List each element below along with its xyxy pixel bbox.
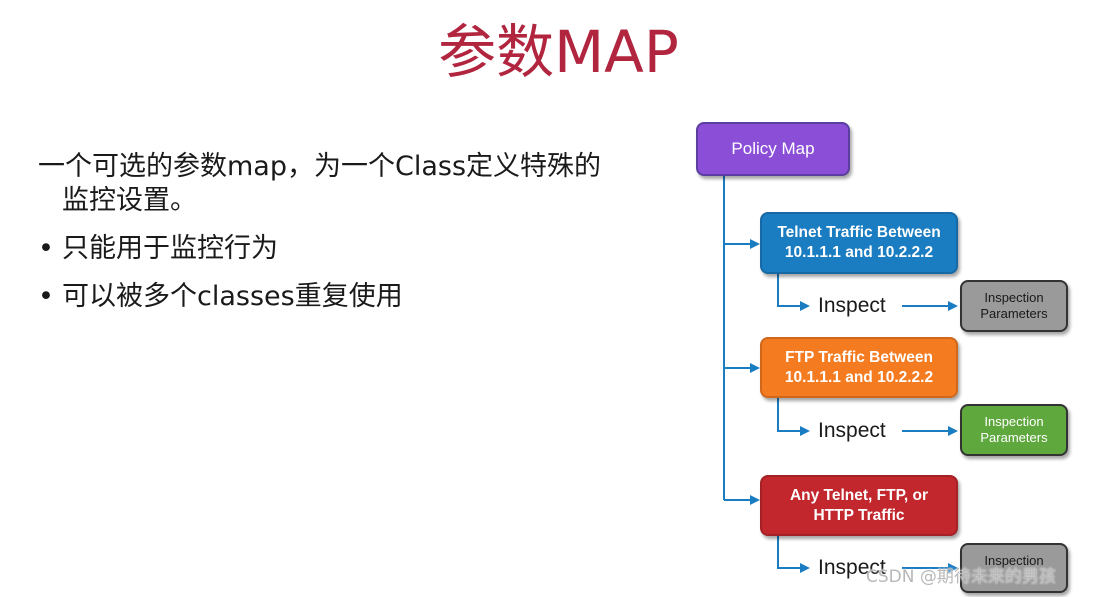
traffic-class-box: FTP Traffic Between 10.1.1.1 and 10.2.2.… bbox=[760, 337, 958, 398]
inspect-label: Inspect bbox=[818, 419, 886, 442]
bullet-text: 可以被多个classes重复使用 bbox=[62, 281, 403, 312]
bullet-text: 只能用于监控行为 bbox=[62, 233, 278, 264]
policy-map-box: Policy Map bbox=[696, 122, 850, 176]
inspection-parameters-box: Inspection Parameters bbox=[960, 280, 1068, 332]
traffic-class-box: Any Telnet, FTP, or HTTP Traffic bbox=[760, 475, 958, 536]
inspect-arrow bbox=[777, 398, 810, 436]
param-label-line2: Parameters bbox=[980, 430, 1048, 445]
inspect-arrow bbox=[777, 274, 810, 311]
traffic-label-line1: FTP Traffic Between bbox=[785, 348, 933, 366]
intro-line-1: 一个可选的参数map，为一个Class定义特殊的 bbox=[38, 151, 602, 182]
param-label-line1: Inspection bbox=[984, 414, 1044, 429]
traffic-label-line1: Telnet Traffic Between bbox=[777, 224, 941, 241]
inspect-label: Inspect bbox=[818, 294, 886, 317]
bullet-item: • 可以被多个classes重复使用 bbox=[38, 280, 403, 314]
bullet-dot: • bbox=[38, 281, 54, 312]
inspect-arrow bbox=[777, 536, 810, 573]
param-label-line1: Inspection bbox=[984, 290, 1044, 305]
traffic-label-line2: HTTP Traffic bbox=[813, 506, 905, 524]
param-label-line1: Inspection bbox=[984, 553, 1044, 568]
bullet-item: • 只能用于监控行为 bbox=[38, 232, 278, 266]
inspection-parameters-box: Inspection bbox=[960, 543, 1068, 593]
traffic-class-box: Telnet Traffic Between 10.1.1.1 and 10.2… bbox=[760, 212, 958, 274]
bullet-dot: • bbox=[38, 233, 54, 264]
inspection-parameters-box: Inspection Parameters bbox=[960, 404, 1068, 456]
intro-text: 一个可选的参数map，为一个Class定义特殊的 监控设置。 bbox=[38, 150, 678, 218]
inspect-label: Inspect bbox=[818, 556, 886, 579]
traffic-label-line2: 10.1.1.1 and 10.2.2.2 bbox=[784, 244, 934, 261]
intro-line-2: 监控设置。 bbox=[62, 185, 197, 216]
slide-title: 参数MAP bbox=[438, 18, 679, 86]
traffic-label-line1: Any Telnet, FTP, or bbox=[789, 486, 929, 504]
traffic-label-line2: 10.1.1.1 and 10.2.2.2 bbox=[784, 368, 934, 386]
watermark: CSDN @期待未来的男孩 bbox=[866, 567, 1056, 587]
param-label-line2: Parameters bbox=[980, 306, 1048, 321]
